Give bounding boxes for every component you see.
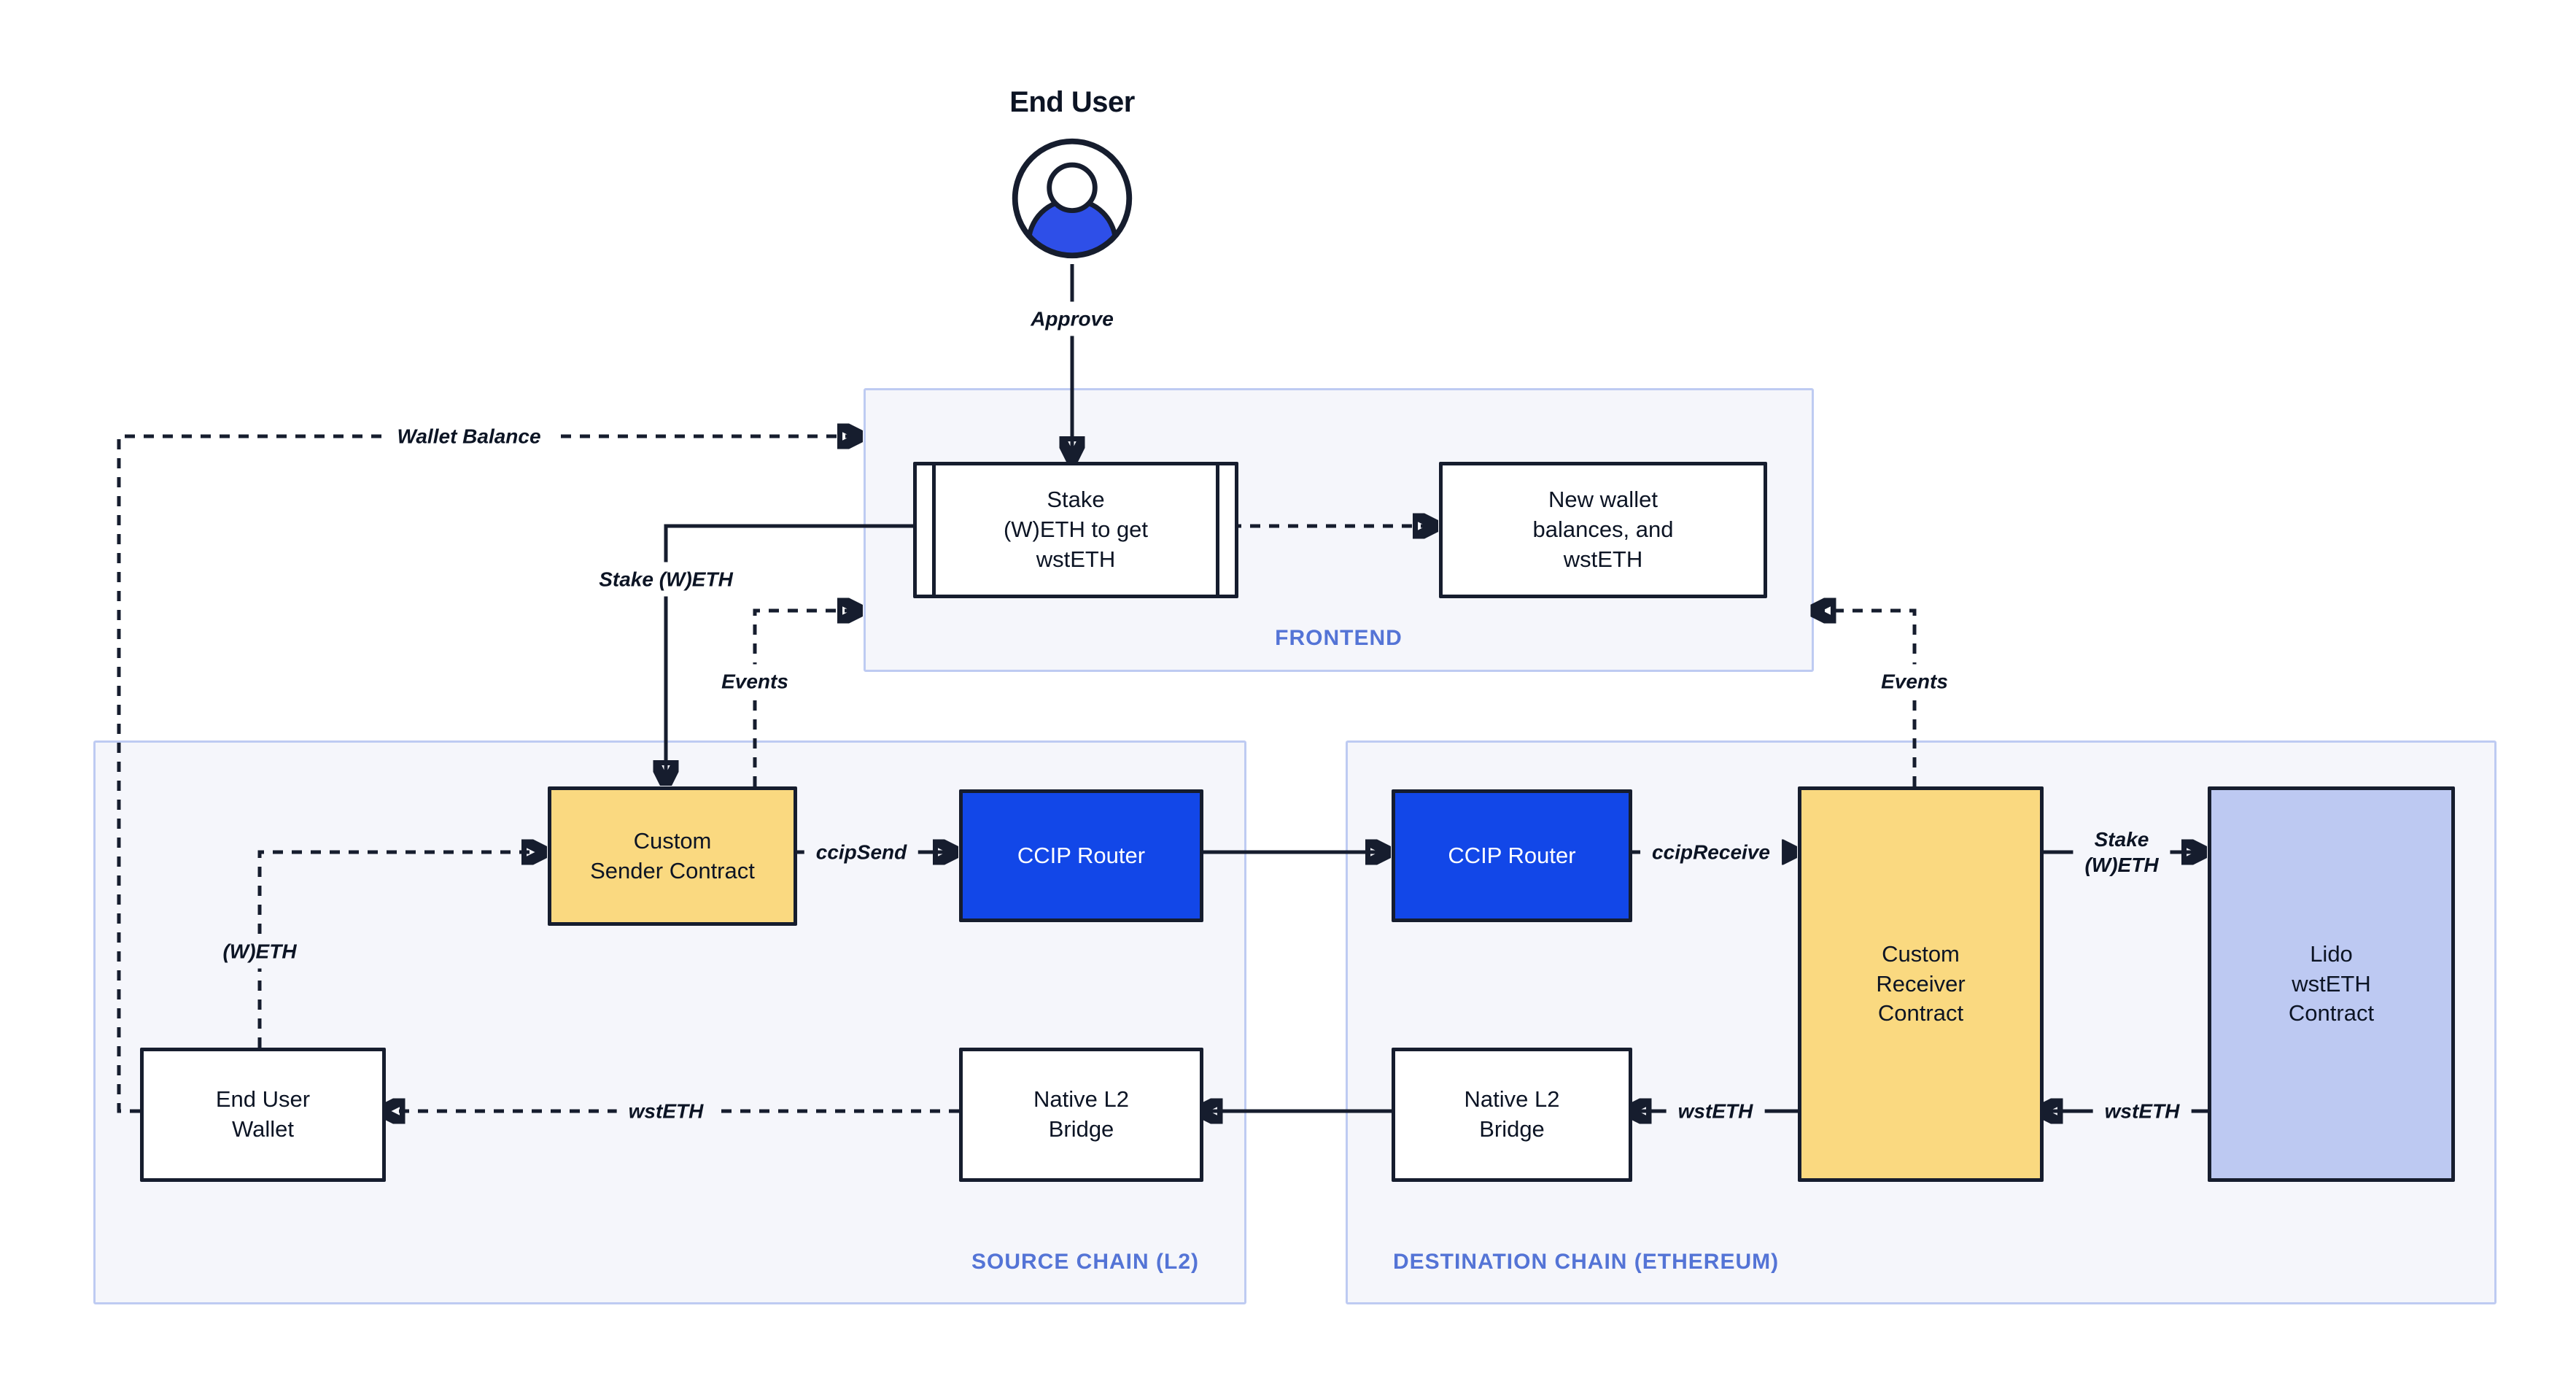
edge-stake-weth bbox=[666, 524, 913, 779]
edge-label-ccip-send: ccipSend bbox=[804, 835, 919, 870]
edge-label-wsteth-source: wstETH bbox=[616, 1094, 715, 1129]
native-l2-bridge-destination-label: Native L2 Bridge bbox=[1464, 1086, 1560, 1142]
end-user-icon bbox=[1012, 138, 1133, 259]
subroutine-bar-left-icon bbox=[932, 465, 936, 595]
edge-label-ccip-receive: ccipReceive bbox=[1640, 835, 1782, 870]
edge-label-stake-weth-dest: Stake (W)ETH bbox=[2073, 822, 2170, 882]
stake-box-label: Stake (W)ETH to get wstETH bbox=[1003, 487, 1149, 572]
end-user-title: End User bbox=[1009, 86, 1135, 118]
native-l2-bridge-source: Native L2 Bridge bbox=[959, 1048, 1203, 1182]
edge-label-approve: Approve bbox=[1019, 301, 1125, 336]
end-user-wallet: End User Wallet bbox=[140, 1048, 386, 1182]
edge-events-right bbox=[1817, 611, 1917, 786]
new-wallet-box-label: New wallet balances, and wstETH bbox=[1532, 487, 1674, 572]
edge-label-events-left: Events bbox=[710, 664, 800, 699]
edge-label-wsteth-receiver: wstETH bbox=[1666, 1094, 1765, 1129]
end-user-wallet-label: End User Wallet bbox=[215, 1086, 311, 1142]
subroutine-bar-right-icon bbox=[1216, 465, 1219, 595]
frontend-label: FRONTEND bbox=[1275, 626, 1403, 650]
ccip-router-destination-label: CCIP Router bbox=[1448, 842, 1576, 868]
lido-wsteth-contract-label: Lido wstETH Contract bbox=[2288, 940, 2375, 1026]
edge-label-events-right: Events bbox=[1869, 664, 1960, 699]
ccip-router-destination: CCIP Router bbox=[1392, 789, 1632, 922]
edge-label-weth: (W)ETH bbox=[211, 934, 309, 969]
native-l2-bridge-destination: Native L2 Bridge bbox=[1392, 1048, 1632, 1182]
custom-receiver-contract: Custom Receiver Contract bbox=[1798, 786, 2044, 1182]
custom-receiver-contract-label: Custom Receiver Contract bbox=[1876, 940, 1966, 1026]
source-chain-label: SOURCE CHAIN (L2) bbox=[971, 1250, 1199, 1274]
custom-sender-contract: Custom Sender Contract bbox=[548, 786, 797, 926]
ccip-router-source-label: CCIP Router bbox=[1017, 842, 1146, 868]
edge-label-wsteth-lido: wstETH bbox=[2092, 1094, 2192, 1129]
edge-weth bbox=[257, 852, 540, 1048]
edge-wallet-balance bbox=[117, 436, 856, 1113]
custom-sender-contract-label: Custom Sender Contract bbox=[590, 827, 755, 883]
new-wallet-box: New wallet balances, and wstETH bbox=[1439, 462, 1767, 598]
edge-events-left bbox=[753, 611, 856, 786]
ccip-router-source: CCIP Router bbox=[959, 789, 1203, 922]
stake-box: Stake (W)ETH to get wstETH bbox=[913, 462, 1238, 598]
lido-wsteth-contract: Lido wstETH Contract bbox=[2208, 786, 2455, 1182]
edge-label-wallet-balance: Wallet Balance bbox=[385, 419, 553, 454]
edge-label-stake-weth: Stake (W)ETH bbox=[587, 562, 745, 597]
native-l2-bridge-source-label: Native L2 Bridge bbox=[1033, 1086, 1129, 1142]
destination-chain-label: DESTINATION CHAIN (ETHEREUM) bbox=[1393, 1250, 1780, 1274]
